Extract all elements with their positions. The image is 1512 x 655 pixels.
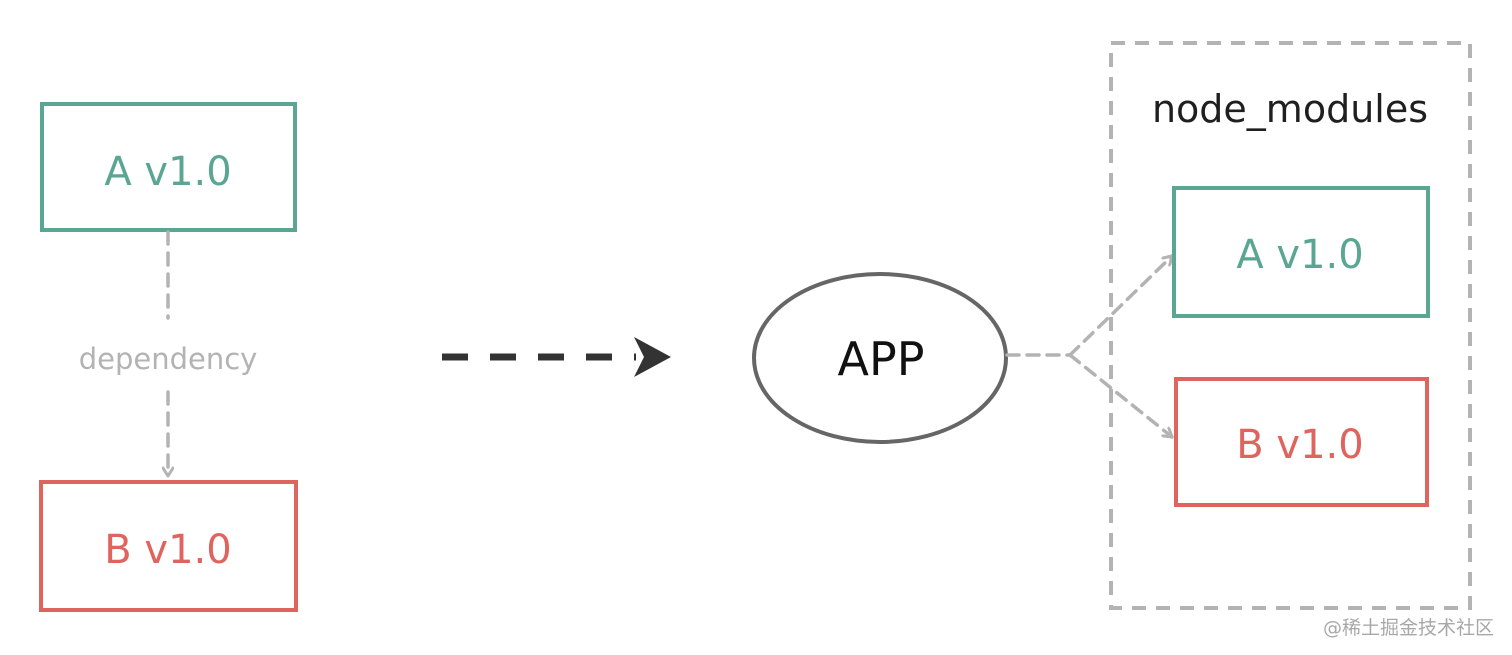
edge-to-b bbox=[1068, 353, 1174, 439]
left-box-a-label: A v1.0 bbox=[104, 149, 231, 195]
arrow-head-icon bbox=[634, 337, 671, 377]
install-edges bbox=[1005, 254, 1174, 439]
left-box-a: A v1.0 bbox=[40, 102, 297, 232]
modules-box-b: B v1.0 bbox=[1174, 377, 1429, 507]
dependency-edge-label: dependency bbox=[79, 342, 258, 376]
modules-box-b-label: B v1.0 bbox=[1236, 422, 1363, 468]
edge-to-a bbox=[1068, 254, 1174, 357]
node-modules-title: node_modules bbox=[1152, 87, 1428, 131]
app-node: APP bbox=[752, 272, 1008, 444]
modules-box-a: A v1.0 bbox=[1172, 186, 1430, 318]
left-box-b-label: B v1.0 bbox=[104, 527, 231, 573]
modules-box-a-label: A v1.0 bbox=[1236, 232, 1363, 278]
transform-arrow bbox=[442, 337, 671, 377]
node-modules-container: node_modules bbox=[1109, 41, 1472, 610]
watermark: @稀土掘金技术社区 bbox=[1323, 617, 1494, 639]
dependency-edge: dependency bbox=[79, 230, 258, 478]
left-box-b: B v1.0 bbox=[39, 480, 298, 612]
app-node-label: APP bbox=[838, 332, 925, 386]
